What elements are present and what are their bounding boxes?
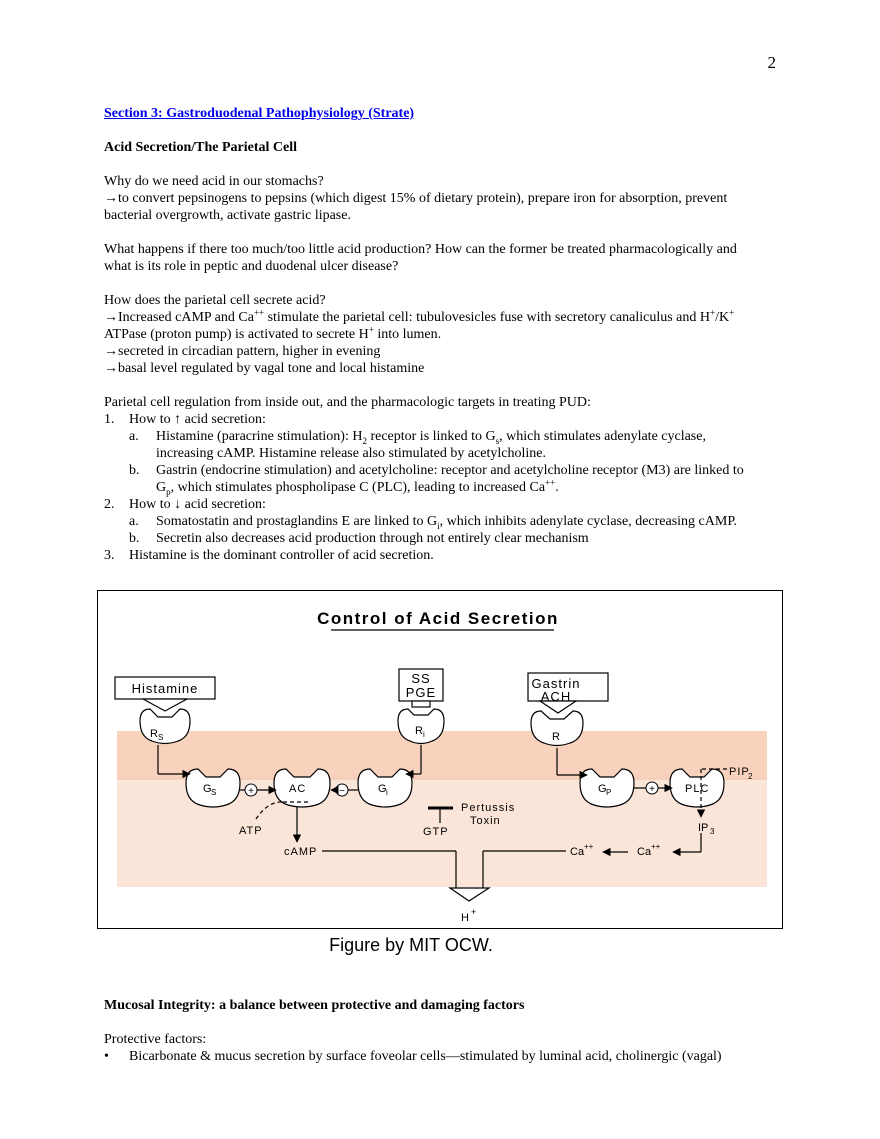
minus-sign-gi-ac: − [339, 786, 345, 797]
list-item-1: 1.How to ↑ acid secretion: [104, 412, 266, 427]
ach-label: ACH [541, 689, 571, 704]
histamine-label: Histamine [132, 681, 199, 696]
pertussis-label: Pertussis [461, 802, 515, 814]
bullet-item-bicarbonate: • Bicarbonate & mucus secretion by surfa… [104, 1049, 722, 1064]
plus-sign-gp-plc: + [649, 784, 655, 795]
ip-subscript: 3 [710, 827, 715, 836]
ca-label-right: Ca [637, 846, 652, 858]
gi-label: G [378, 783, 387, 795]
acid-secretion-heading: Acid Secretion/The Parietal Cell [104, 140, 297, 155]
r-receptor [530, 710, 584, 747]
ss-label: SS [411, 671, 430, 686]
r-label: R [552, 731, 560, 743]
plus-sign-gs-ac: + [248, 786, 254, 797]
toxin-label: Toxin [470, 815, 501, 827]
gp-subscript: P [606, 788, 611, 797]
acid-secretion-diagram: Control of Acid Secretion Histamine SS P… [114, 609, 767, 924]
question-why-acid: Why do we need acid in our stomachs? [104, 174, 324, 189]
question-too-much-line1: What happens if there too much/too littl… [104, 242, 737, 257]
gtp-label: GTP [423, 826, 449, 838]
ca-superscript-left: ++ [584, 842, 594, 851]
camp-label: cAMP [284, 846, 317, 858]
atp-label: ATP [239, 825, 263, 837]
mucosal-integrity-heading: Mucosal Integrity: a balance between pro… [104, 998, 525, 1013]
list-item-1a: a. Histamine (paracrine stimulation): H2… [129, 429, 706, 461]
question-too-much-line2: what is its role in peptic and duodenal … [104, 259, 399, 274]
rs-receptor [139, 708, 191, 745]
gs-subscript: S [211, 788, 216, 797]
gs-protein [185, 768, 241, 808]
page-number: 2 [767, 53, 777, 72]
membrane-band-upper [117, 731, 767, 779]
gs-label: G [203, 783, 212, 795]
ac-protein [273, 768, 331, 808]
answer-secrete-line1: →Increased cAMP and Ca++ stimulate the p… [104, 307, 735, 325]
pip-subscript: 2 [748, 772, 753, 781]
section-title-link[interactable]: Section 3: Gastroduodenal Pathophysiolog… [104, 106, 415, 121]
list-item-2a: a. Somatostatin and prostaglandins E are… [129, 514, 738, 531]
question-how-secrete: How does the parietal cell secrete acid? [104, 293, 326, 308]
figure-title: Control of Acid Secretion [317, 609, 559, 628]
gi-subscript: i [386, 788, 388, 797]
list-item-3: 3.Histamine is the dominant controller o… [104, 548, 434, 563]
pge-label: PGE [406, 685, 436, 700]
plc-protein [669, 768, 725, 808]
answer-why-acid-line2: bacterial overgrowth, activate gastric l… [104, 208, 351, 223]
answer-secrete-line4: →basal level regulated by vagal tone and… [104, 361, 425, 376]
ca-label-left: Ca [570, 846, 585, 858]
list-item-2: 2.How to ↓ acid secretion: [104, 497, 266, 512]
list-item-1b: b. Gastrin (endocrine stimulation) and a… [129, 463, 744, 497]
answer-secrete-line2: ATPase (proton pump) is activated to sec… [104, 324, 442, 342]
rs-subscript: S [158, 733, 163, 742]
ca-superscript-right: ++ [651, 842, 661, 851]
gp-label: G [598, 783, 607, 795]
ri-subscript: i [423, 730, 425, 739]
answer-secrete-line3: →secreted in circadian pattern, higher i… [104, 344, 381, 359]
list-item-2b: b. Secretin also decreases acid producti… [129, 531, 589, 546]
figure-caption: Figure by MIT OCW. [329, 935, 493, 955]
ip-label: IP [698, 822, 708, 834]
ac-label: AC [289, 783, 306, 795]
gp-protein [579, 768, 635, 808]
acid-secretion-figure: Control of Acid Secretion Histamine SS P… [97, 590, 783, 929]
gastrin-label: Gastrin [532, 676, 581, 691]
plc-label: PLC [685, 783, 709, 795]
regulation-intro: Parietal cell regulation from inside out… [104, 395, 591, 410]
ri-receptor [397, 708, 445, 745]
protective-factors-heading: Protective factors: [104, 1032, 207, 1047]
h-superscript: + [471, 907, 476, 917]
h-label: H [461, 912, 469, 924]
ri-label: R [415, 725, 423, 737]
bullet-icon: • [104, 1049, 109, 1064]
h-plus-arrowhead [448, 887, 492, 902]
answer-why-acid-line1: →to convert pepsinogens to pepsins (whic… [104, 191, 728, 206]
pip-label: PIP [729, 766, 750, 778]
gi-protein [357, 768, 413, 808]
rs-label: R [150, 728, 158, 740]
ss-pge-box [398, 668, 444, 702]
